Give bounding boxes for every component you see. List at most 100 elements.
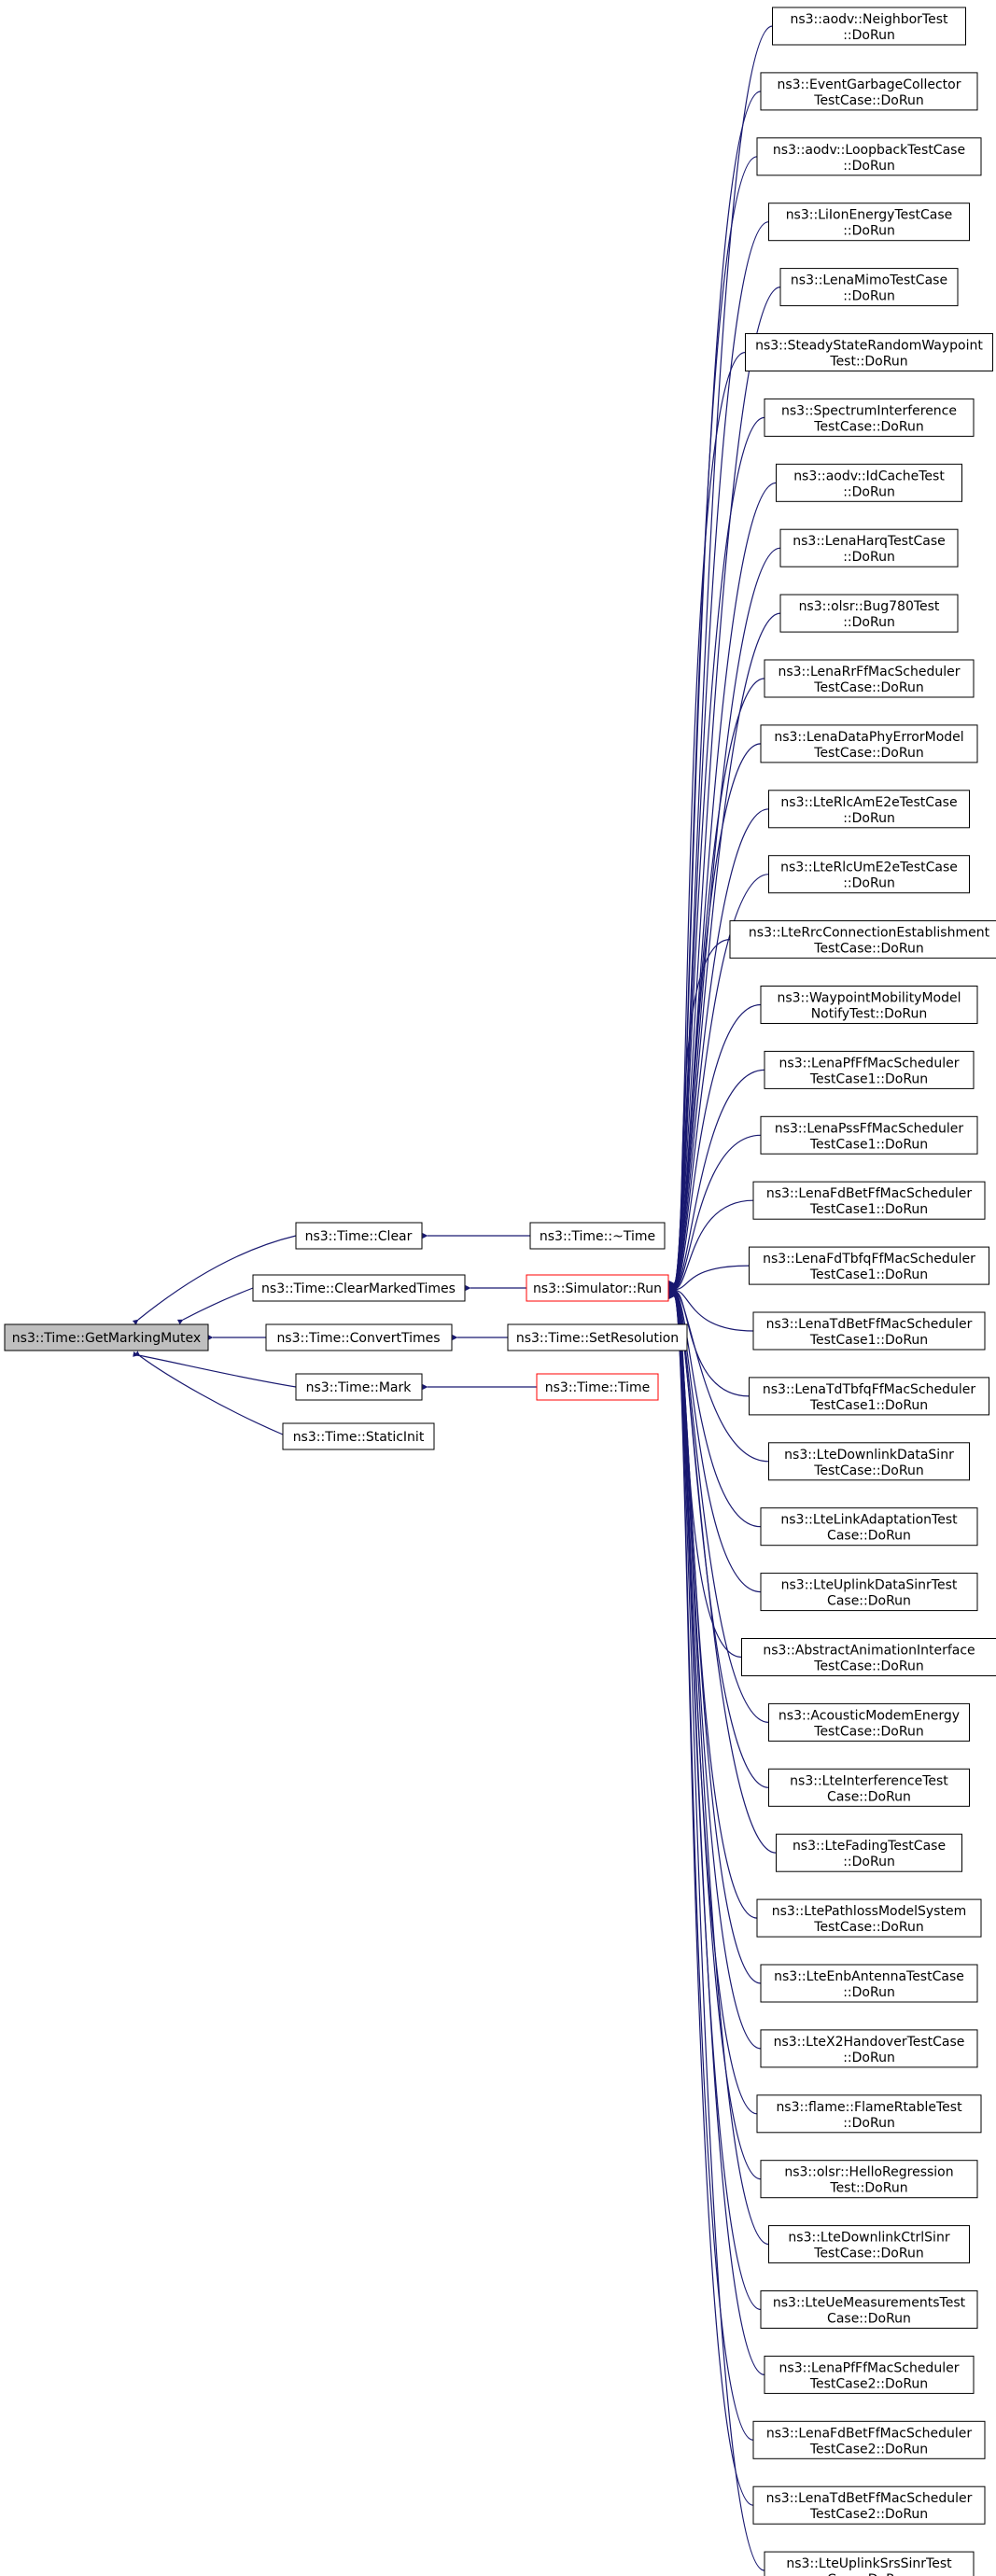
test-case-label-line: ::DoRun	[843, 811, 895, 826]
test-case-label-line: ns3::LteFadingTestCase	[793, 1839, 946, 1854]
test-case-label-line: Case::DoRun	[827, 1529, 911, 1544]
test-case-node[interactable]: ns3::LteX2HandoverTestCase::DoRun	[760, 2029, 978, 2068]
test-case-node[interactable]: ns3::LteRlcAmE2eTestCase::DoRun	[768, 790, 970, 829]
caller-label: ns3::Time::Clear	[305, 1229, 413, 1244]
test-case-node[interactable]: ns3::AbstractAnimationInterfaceTestCase:…	[741, 1638, 996, 1676]
test-case-node[interactable]: ns3::LenaFdBetFfMacSchedulerTestCase2::D…	[752, 2420, 986, 2459]
test-case-label-line: TestCase1::DoRun	[809, 1202, 928, 1217]
test-case-label-line: TestCase::DoRun	[813, 680, 923, 695]
test-case-node[interactable]: ns3::LteFadingTestCase::DoRun	[776, 1833, 962, 1872]
test-case-label-line: ::DoRun	[843, 484, 895, 499]
test-case-label-line: ::DoRun	[843, 289, 895, 304]
second-node-dtor[interactable]: ns3::Time::~Time	[529, 1222, 666, 1250]
test-case-label-line: ns3::olsr::HelloRegression	[784, 2165, 953, 2180]
second-node-setres[interactable]: ns3::Time::SetResolution	[507, 1323, 688, 1351]
test-case-node[interactable]: ns3::LenaFdBetFfMacSchedulerTestCase1::D…	[752, 1181, 986, 1220]
test-case-label-line: TestCase::DoRun	[813, 93, 923, 108]
test-case-label-line: Case::DoRun	[827, 1789, 911, 1804]
call-edge	[668, 1287, 754, 1332]
call-edge	[668, 1293, 765, 2571]
test-case-node[interactable]: ns3::LteEnbAntennaTestCase::DoRun	[760, 1964, 978, 2003]
test-case-node[interactable]: ns3::SteadyStateRandomWaypointTest::DoRu…	[745, 333, 993, 371]
test-case-label-line: ::DoRun	[843, 2051, 895, 2065]
call-edge	[668, 1069, 765, 1292]
call-edge	[668, 1291, 769, 2246]
caller-node-clear[interactable]: ns3::Time::Clear	[295, 1222, 423, 1250]
test-case-label-line: ns3::LenaDataPhyErrorModel	[774, 730, 963, 745]
caller-label: ns3::Time::ConvertTimes	[276, 1331, 440, 1346]
second-node-ctor[interactable]: ns3::Time::Time	[536, 1373, 659, 1401]
test-case-node[interactable]: ns3::LenaTdBetFfMacSchedulerTestCase1::D…	[752, 1311, 986, 1351]
test-case-label-line: TestCase2::DoRun	[809, 2507, 928, 2522]
test-case-node[interactable]: ns3::aodv::NeighborTest::DoRun	[772, 7, 966, 46]
test-case-label-line: ns3::AbstractAnimationInterface	[763, 1644, 975, 1659]
root-node[interactable]: ns3::Time::GetMarkingMutex	[4, 1323, 209, 1351]
caller-label: ns3::Time::StaticInit	[293, 1430, 425, 1445]
second-node-simrun[interactable]: ns3::Simulator::Run	[526, 1274, 669, 1302]
call-edge	[668, 743, 762, 1291]
test-case-node[interactable]: ns3::EventGarbageCollectorTestCase::DoRu…	[760, 72, 978, 111]
caller-node-clearmarked[interactable]: ns3::Time::ClearMarkedTimes	[252, 1274, 466, 1302]
test-case-node[interactable]: ns3::LenaPfFfMacSchedulerTestCase1::DoRu…	[764, 1050, 975, 1089]
test-case-label-line: TestCase2::DoRun	[809, 2442, 928, 2457]
test-case-node[interactable]: ns3::LteRlcUmE2eTestCase::DoRun	[768, 855, 970, 894]
test-case-label-line: ns3::LenaTdTbfqFfMacScheduler	[763, 1382, 975, 1397]
test-case-label-line: TestCase::DoRun	[813, 1659, 923, 1674]
test-case-node[interactable]: ns3::WaypointMobilityModelNotifyTest::Do…	[760, 986, 978, 1024]
test-case-label-line: ::DoRun	[843, 550, 895, 565]
test-case-node[interactable]: ns3::LiIonEnergyTestCase::DoRun	[768, 203, 970, 242]
test-case-node[interactable]: ns3::LenaPfFfMacSchedulerTestCase2::DoRu…	[764, 2355, 975, 2394]
test-case-label-line: Case::DoRun	[827, 2312, 911, 2327]
test-case-label-line: ns3::LteDownlinkCtrlSinr	[788, 2231, 949, 2246]
caller-label: ns3::Time::ClearMarkedTimes	[261, 1281, 456, 1296]
test-case-nodes: ns3::aodv::NeighborTest::DoRunns3::Event…	[729, 7, 996, 2576]
test-case-node[interactable]: ns3::LenaMimoTestCase::DoRun	[779, 268, 959, 307]
test-case-label-line: ns3::LenaTdBetFfMacScheduler	[766, 1317, 973, 1332]
test-case-node[interactable]: ns3::LenaFdTbfqFfMacSchedulerTestCase1::…	[749, 1246, 989, 1285]
test-case-node[interactable]: ns3::LteRrcConnectionEstablishmentTestCa…	[729, 920, 996, 959]
test-case-node[interactable]: ns3::LenaTdTbfqFfMacSchedulerTestCase1::…	[749, 1377, 989, 1416]
call-edge	[668, 1265, 750, 1293]
test-case-label-line: ns3::aodv::IdCacheTest	[793, 469, 945, 483]
test-case-label-line: ::DoRun	[843, 1855, 895, 1869]
test-case-label-line: ns3::LteEnbAntennaTestCase	[774, 1969, 964, 1984]
test-case-node[interactable]: ns3::flame::FlameRtableTest::DoRun	[756, 2094, 982, 2134]
caller-node-convert[interactable]: ns3::Time::ConvertTimes	[265, 1323, 453, 1351]
caller-node-staticinit[interactable]: ns3::Time::StaticInit	[282, 1422, 435, 1450]
test-case-node[interactable]: ns3::LenaDataPhyErrorModelTestCase::DoRu…	[760, 724, 978, 763]
test-case-label-line: ::DoRun	[843, 2116, 895, 2131]
test-case-label-line: ns3::LteX2HandoverTestCase	[774, 2035, 965, 2050]
test-case-node[interactable]: ns3::aodv::IdCacheTest::DoRun	[776, 463, 962, 502]
test-case-label-line: ns3::LteUeMeasurementsTest	[773, 2296, 966, 2311]
test-case-label-line: ns3::LenaFdBetFfMacScheduler	[766, 1186, 972, 1201]
test-case-node[interactable]: ns3::LenaHarqTestCase::DoRun	[779, 528, 959, 567]
test-case-node[interactable]: ns3::LenaTdBetFfMacSchedulerTestCase2::D…	[752, 2485, 986, 2525]
test-case-node[interactable]: ns3::aodv::LoopbackTestCase::DoRun	[756, 137, 982, 176]
test-case-label-line: Test::DoRun	[829, 355, 907, 370]
test-case-label-line: ns3::LenaFdBetFfMacScheduler	[766, 2426, 972, 2441]
test-case-label-line: ns3::LteDownlinkDataSinr	[784, 1448, 954, 1463]
test-case-label-line: TestCase::DoRun	[813, 942, 923, 957]
test-case-node[interactable]: ns3::LtePathlossModelSystemTestCase::DoR…	[756, 1898, 982, 1938]
test-case-node[interactable]: ns3::olsr::Bug780Test::DoRun	[779, 594, 959, 633]
test-case-label-line: ns3::LtePathlossModelSystem	[772, 1904, 966, 1919]
caller-node-mark[interactable]: ns3::Time::Mark	[295, 1373, 423, 1401]
test-case-label-line: NotifyTest::DoRun	[811, 1007, 928, 1022]
test-case-label-line: ns3::WaypointMobilityModel	[777, 991, 961, 1006]
call-edge	[668, 808, 769, 1291]
test-case-node[interactable]: ns3::LteUplinkSrsSinrTestCase::DoRun	[764, 2551, 975, 2576]
test-case-label-line: Test::DoRun	[829, 2181, 907, 2196]
test-case-label-line: TestCase::DoRun	[813, 1920, 923, 1935]
test-case-label-line: ns3::LteInterferenceTest	[790, 1773, 948, 1788]
test-case-node[interactable]: ns3::LenaPssFfMacSchedulerTestCase1::DoR…	[760, 1115, 978, 1155]
